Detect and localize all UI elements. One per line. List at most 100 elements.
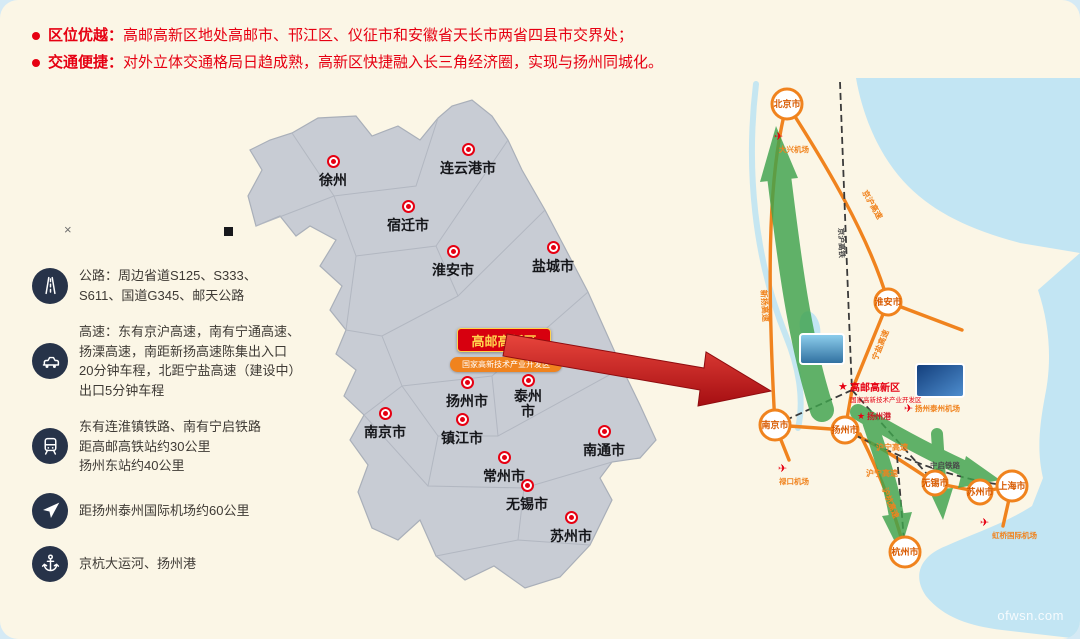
city-lianyungang: 连云港市 [440,143,496,178]
transport-line: 20分钟车程，北距宁盐高速（建设中） [79,363,302,378]
airport-lukou: ✈禄口机场 [778,463,809,486]
bullet-line-location: 区位优越： 高邮高新区地处高邮市、邗江区、仪征市和安徽省天长市两省四县市交界处； [32,22,1032,49]
city-label: 无锡市 [506,496,548,512]
anchor-icon [32,545,68,582]
transport-list: 公路：周边省道S125、S333、 S611、国道G345、邮天公路 高速：东有… [32,266,332,582]
plane-icon: ✈ [774,131,783,143]
city-label: 泰州市 [514,388,542,420]
road-label: 沪宁高速 [876,442,908,452]
node-yangzhou: 扬州市 [830,415,860,445]
bullet-text: 对外立体交通格局日趋成熟，高新区快捷融入长三角经济圈，实现与扬州同城化。 [123,54,664,71]
node-label: 上海市 [998,480,1025,491]
transport-line: 出口5分钟车程 [79,382,165,398]
photo-solar-thumbnail [915,363,965,398]
plane-icon: ✈ [778,463,787,475]
transport-line: 京杭大运河、扬州港 [79,555,197,571]
plane-icon: ✈ [980,517,989,529]
city-dot-icon [460,376,474,389]
transport-text: 京杭大运河、扬州港 [79,554,196,574]
zone-star-icon: ★ [838,381,848,393]
plane-icon [32,492,68,529]
city-label: 盐城市 [532,258,574,274]
city-label: 苏州市 [550,528,592,544]
city-label: 淮安市 [432,262,474,278]
road-icon [32,267,68,304]
node-label: 无锡市 [920,477,948,488]
transport-line: 公路：周边省道S125、S333、 [79,268,257,283]
zone-sub-badge: 国家高新技术产业开发区 [450,357,562,372]
node-beijing: 北京市 [770,87,804,121]
transport-text: 东有连淮镇铁路、南有宁启铁路 距高邮高铁站约30公里 扬州东站约40公里 [79,417,261,476]
city-label: 常州市 [483,468,525,484]
city-label: 扬州市 [446,393,488,409]
bullet-label: 区位优越： [48,27,124,44]
grand-canal [749,81,804,431]
city-suqian: 宿迁市 [387,200,429,235]
transport-item-highway: 高速：东有京沪高速，南有宁通高速、 扬溧高速，南距新扬高速陈集出入口 20分钟车… [32,322,332,400]
city-dot-icon [446,245,460,258]
transport-line: S611、国道G345、邮天公路 [79,287,245,303]
transport-text: 距扬州泰州国际机场约60公里 [79,501,249,521]
regional-map: ★ 高邮高新区 国家高新技术产业开发区 ★ 扬州港 北京市 淮安市 南京市 扬州… [749,78,1080,639]
train-icon [32,428,68,465]
city-label: 镇江市 [441,430,483,446]
city-yangzhou: 扬州市 [446,376,488,411]
car-icon [32,343,68,379]
city-dot-icon [546,241,560,254]
city-dot-icon [564,511,578,524]
transport-item-port: 京杭大运河、扬州港 [32,545,332,582]
node-label: 淮安市 [874,296,901,307]
airport-label: 大兴机场 [779,144,809,154]
bullet-label: 交通便捷： [48,54,124,71]
city-xuzhou: 徐州 [319,155,347,190]
photo-lake-thumbnail [799,333,845,365]
node-label: 扬州市 [831,424,858,435]
city-dot-icon [401,200,415,213]
airport-label: 扬州泰州机场 [915,403,960,413]
transport-text: 公路：周边省道S125、S333、 S611、国道G345、邮天公路 [79,266,257,305]
transport-line: 扬州东站约40公里 [79,458,185,473]
bullet-line-traffic: 交通便捷： 对外立体交通格局日趋成熟，高新区快捷融入长三角经济圈，实现与扬州同城… [32,49,1032,76]
city-nanjing: 南京市 [364,407,406,442]
jiangsu-outline [247,99,657,589]
city-dot-icon [497,451,511,464]
road-label: 京沪高速 [860,188,885,221]
bullet-dot-icon [32,31,40,40]
cross-mark: × [64,222,72,237]
plane-icon: ✈ [904,403,913,415]
city-label: 连云港市 [440,160,496,176]
header: 区位优越： 高邮高新区地处高邮市、邗江区、仪征市和安徽省天长市两省四县市交界处；… [32,22,1032,76]
regional-zone-sub-label: 国家高新技术产业开发区 [850,395,922,404]
node-label: 北京市 [773,98,800,109]
city-label: 徐州 [319,172,347,188]
city-dot-icon [520,479,534,492]
road-label: 沪宁高速 [866,468,898,478]
regional-zone-label: 高邮高新区 [850,381,900,394]
transport-item-airport: 距扬州泰州国际机场约60公里 [32,492,332,529]
airport-yangzhou-taizhou: ✈扬州泰州机场 [904,403,960,415]
city-label: 南通市 [583,442,625,458]
city-dot-icon [597,425,611,438]
node-hangzhou: 杭州市 [888,535,922,569]
transport-line: 高速：东有京沪高速，南有宁通高速、 [79,324,301,339]
transport-line: 东有连淮镇铁路、南有宁启铁路 [79,419,262,434]
road-label: 宁盐高速 [870,328,891,361]
city-dot-icon [326,155,340,168]
airport-hongqiao: ✈虹桥国际机场 [980,517,1037,540]
airport-label: 禄口机场 [778,476,809,486]
node-shanghai: 上海市 [995,469,1029,503]
city-dot-icon [521,374,535,387]
node-wuxi: 无锡市 [920,469,949,497]
node-nanjing: 南京市 [758,408,792,442]
transport-line: 扬溧高速，南距新扬高速陈集出入口 [79,343,288,359]
transport-text: 高速：东有京沪高速，南有宁通高速、 扬溧高速，南距新扬高速陈集出入口 20分钟车… [79,322,301,400]
railway-label: 京沪高铁 [836,228,847,259]
airport-label: 虹桥国际机场 [992,530,1037,540]
airport-daxing: ✈大兴机场 [774,131,809,154]
transport-item-rail: 东有连淮镇铁路、南有宁启铁路 距高邮高铁站约30公里 扬州东站约40公里 [32,417,332,476]
node-label: 南京市 [761,419,788,430]
city-wuxi: 无锡市 [506,479,548,514]
railway-label: 宁启铁路 [930,460,960,470]
